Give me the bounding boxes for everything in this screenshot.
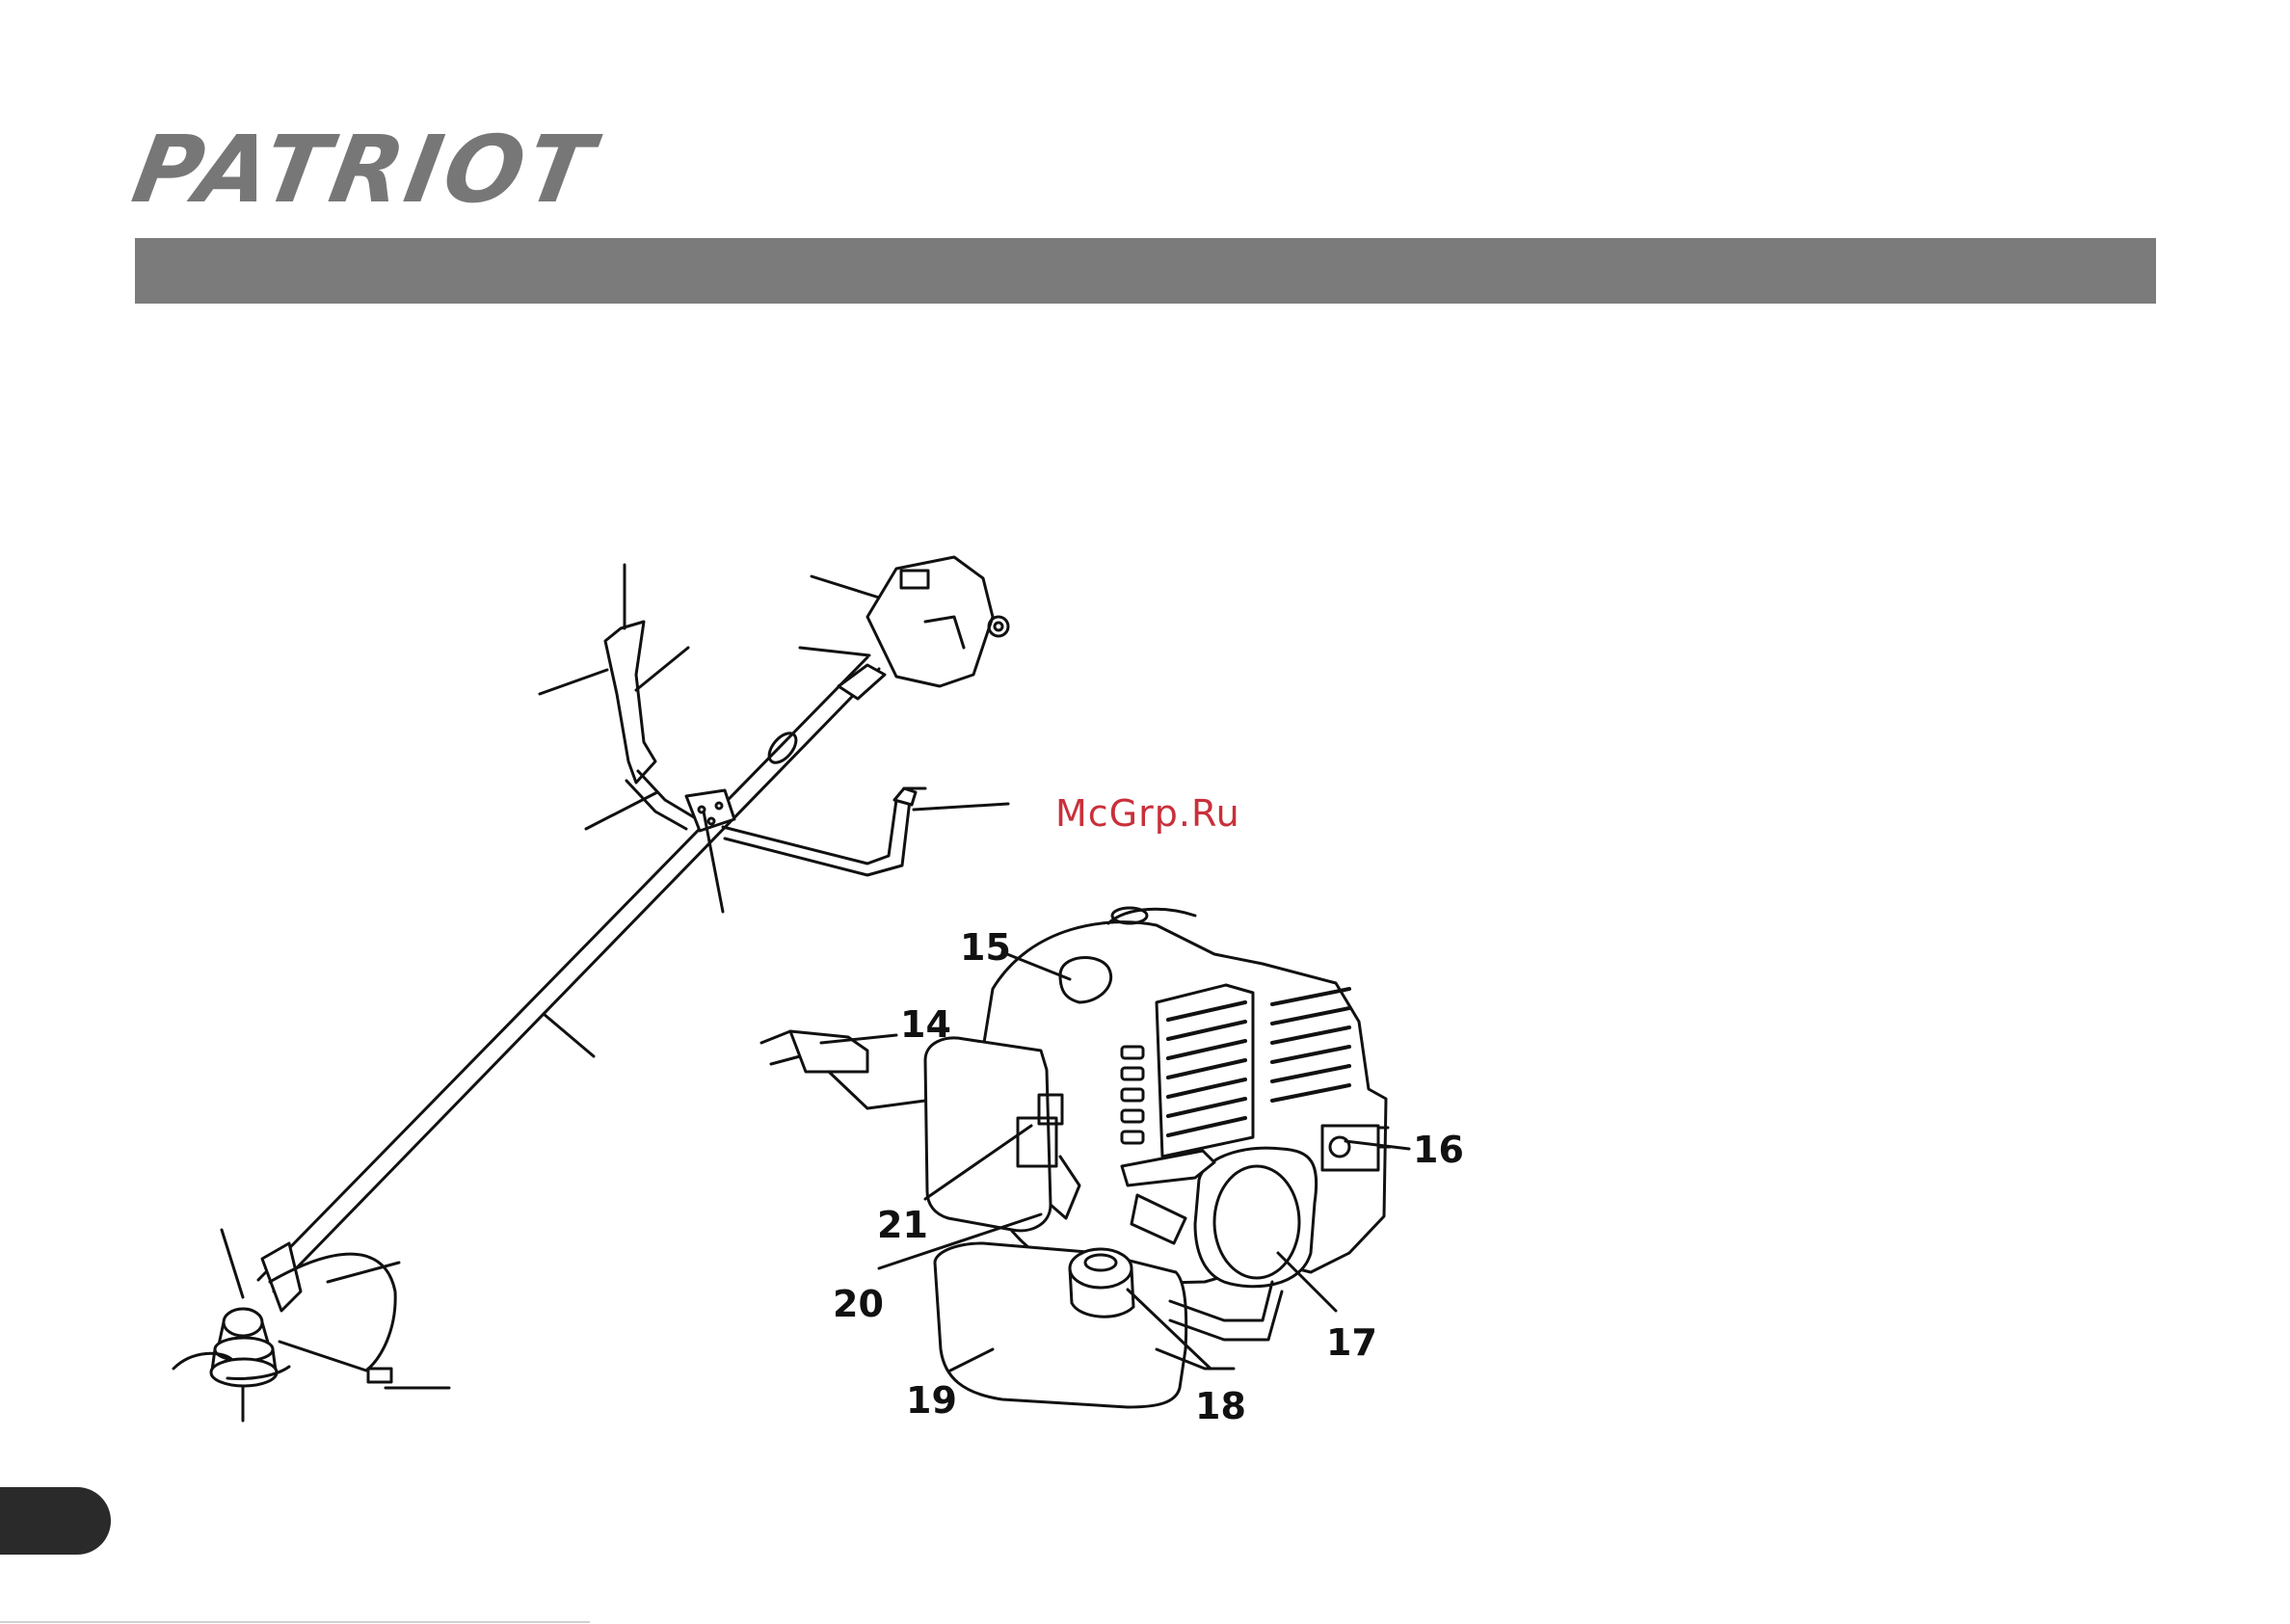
callout-17: 17: [1326, 1321, 1377, 1364]
callout-14: 14: [900, 1003, 951, 1046]
callout-18: 18: [1195, 1385, 1246, 1427]
engine-illustration: [761, 908, 1409, 1407]
callout-15: 15: [960, 926, 1011, 969]
callout-20: 20: [833, 1283, 884, 1325]
callout-19: 19: [906, 1379, 957, 1422]
callout-16: 16: [1413, 1129, 1464, 1171]
callout-21: 21: [877, 1204, 928, 1246]
